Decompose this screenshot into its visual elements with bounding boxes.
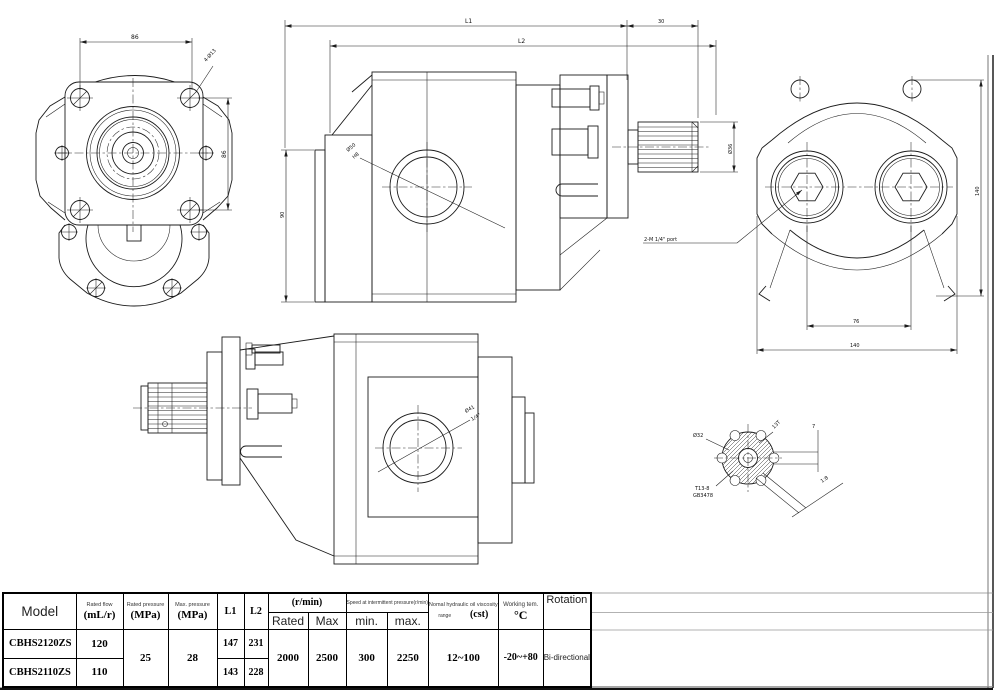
l1-value: 143 [216,657,245,688]
plug-callout-label: 2-M 1/4" port [644,237,677,243]
model-value: CBHS2120ZS [2,628,77,659]
header-working-tem: Working tem. °C [497,592,544,630]
max-pressure-value: 28 [167,628,218,688]
header-speed-group: (r/min) [267,592,347,613]
model-value: CBHS2110ZS [2,657,77,688]
header-intermittent-group: Speed at intermittent pressure(r/min) [345,592,429,613]
header-rotation: Rotation [542,592,592,630]
front-view: 86 86 4-Ø13 [35,34,233,307]
port-callout-label: H8 [351,151,360,160]
shaft-section-detail: 7 Ø32 13T T13-8 GB3478 1:8 [693,419,844,518]
shaft-splines [638,121,699,173]
header-speed-rated: Rated [267,611,309,630]
speed-rated-value: 2000 [267,628,309,688]
header-rated-flow-unit: (mL/r) [83,608,116,621]
l2-value: 231 [243,628,269,659]
bolt-holes [67,85,203,223]
header-speed-max: Max [307,611,347,630]
header-viscosity-unit: (cst) [469,609,489,621]
port-callout-label: Ø41 [464,404,476,415]
header-intermittent-max: max. [386,611,429,630]
section-teeth-label: 13T [771,419,783,431]
spec-table: Model Rated flow (mL/r) Rated pressure (… [2,592,592,688]
port-callout-label: 1/4" [470,412,482,422]
dim-label: 140 [850,343,860,349]
header-rated-pressure: Rated pressure (MPa) [122,592,169,630]
spline-spec-label: GB3478 [693,493,713,499]
header-rated-flow-title: Rated flow [86,601,113,608]
taper-label: 1:8 [820,475,830,485]
header-max-pressure-title: Max. pressure [175,601,210,608]
header-viscosity: Nomal hydraulic oil viscosity range (cst… [427,592,499,630]
header-intermittent-min: min. [345,611,388,630]
header-rated-pressure-unit: (MPa) [130,608,161,621]
header-l1: L1 [216,592,245,630]
l1-value: 147 [216,628,245,659]
header-working-tem-title: Working tem. [503,601,539,608]
bottom-view: Ø41 1/4" [133,333,535,565]
dim-label: L2 [518,38,525,45]
dim-label: 86 [131,34,139,41]
dim-label: 86 [221,150,228,158]
dim-label: 7 [812,424,815,430]
dim-label: Ø36 [727,144,734,154]
spline-spec-label: T13-8 [694,486,709,492]
rated-flow-value: 120 [75,628,124,659]
l2-value: 228 [243,657,269,688]
dim-label: 140 [975,186,981,196]
intermittent-max-value: 2250 [386,628,429,688]
section-dia-label: Ø32 [693,432,703,439]
header-max-pressure-unit: (MPa) [177,608,208,621]
bolt-callout-label: 4-Ø13 [202,47,217,63]
header-rated-pressure-title: Rated pressure [126,601,165,608]
port-callout-label: Ø50 [345,142,357,154]
header-l2: L2 [243,592,269,630]
header-viscosity-range: range [438,613,452,620]
rated-pressure-value: 25 [122,628,169,688]
intermittent-min-value: 300 [345,628,388,688]
header-working-tem-unit: °C [513,607,528,622]
header-rated-flow: Rated flow (mL/r) [75,592,124,630]
dim-label: L1 [465,18,472,25]
shaft-splines [148,383,207,433]
rated-flow-value: 110 [75,657,124,688]
side-view: L1 30 L2 90 Ø50 H8 [280,18,803,303]
rear-view: 76 140 140 [756,76,984,354]
header-model: Model [2,592,77,630]
speed-max-value: 2500 [307,628,347,688]
dim-label: 30 [658,19,664,25]
table-row: CBHS2110ZS 110 143 228 [2,657,591,688]
viscosity-value: 12~100 [427,628,499,688]
table-row: CBHS2120ZS 120 25 28 147 231 2000 2500 3… [2,628,592,688]
rotation-value: Bi-directional [542,628,592,688]
header-max-pressure: Max. pressure (MPa) [167,592,218,630]
dim-label: 76 [853,319,859,325]
working-tem-value: -20~+80 [497,628,544,688]
sheet-borders [0,55,994,690]
header-viscosity-title: Nomal hydraulic oil viscosity [428,602,498,609]
dim-label: 90 [280,212,286,218]
